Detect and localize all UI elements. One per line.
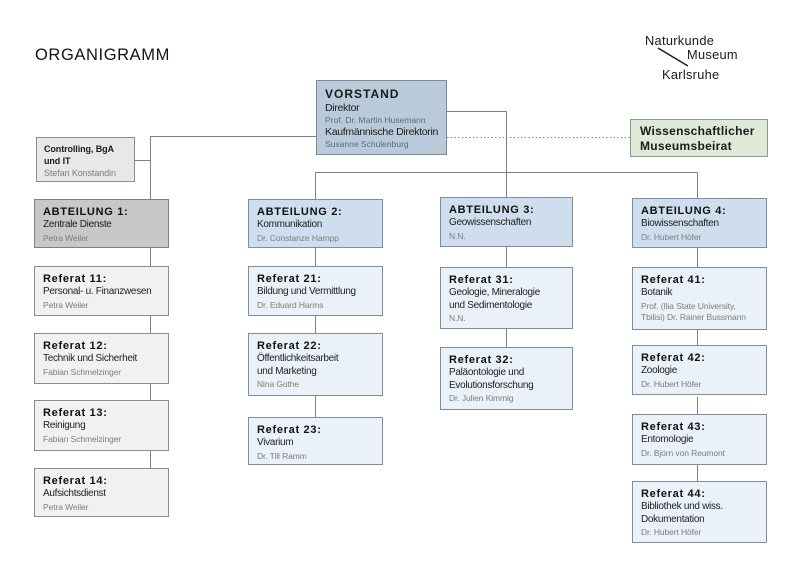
- referat-31: Referat 31: Geologie, Mineralogie und Se…: [440, 267, 573, 329]
- dept-subtitle: Kommunikation: [257, 219, 323, 230]
- referat-title: Referat 22:: [257, 340, 322, 352]
- dept-abteilung-3: ABTEILUNG 3: Geowissenschaften N.N.: [440, 197, 573, 247]
- referat-title: Referat 42:: [641, 352, 706, 364]
- referat-42: Referat 42: Zoologie Dr. Hubert Höfer: [632, 345, 767, 395]
- referat-person: Nina Gothe: [257, 379, 299, 389]
- referat-person: Dr. Julien Kimmig: [449, 393, 514, 403]
- referat-12: Referat 12: Technik und Sicherheit Fabia…: [34, 333, 169, 384]
- referat-person: Fabian Schmelzinger: [43, 366, 121, 377]
- referat-subtitle: Zoologie: [641, 365, 677, 376]
- referat-11: Referat 11: Personal- u. Finanzwesen Pet…: [34, 266, 169, 316]
- referat-person: Dr. Hubert Höfer: [641, 378, 702, 389]
- dept-person: Dr. Constanze Hampp: [257, 232, 339, 243]
- vorstand-box: VORSTAND Direktor Prof. Dr. Martin Husem…: [316, 80, 447, 155]
- beirat-label-line2: Museumsbeirat: [640, 139, 732, 153]
- referat-person: Petra Weiler: [43, 299, 89, 310]
- controlling-title: Controlling, BgA und IT: [44, 144, 114, 166]
- vorstand-person-direktor: Prof. Dr. Martin Husemann: [325, 115, 426, 125]
- referat-subtitle: Bibliothek und wiss. Dokumentation: [641, 501, 723, 525]
- referat-32: Referat 32: Paläontologie und Evolutions…: [440, 347, 573, 410]
- referat-person: Fabian Schmelzinger: [43, 433, 121, 444]
- museum-logo: Naturkunde Museum Karlsruhe: [645, 33, 738, 82]
- dept-person: Dr. Hubert Höfer: [641, 231, 702, 242]
- beirat-box: Wissenschaftlicher Museumsbeirat: [630, 119, 768, 157]
- referat-21: Referat 21: Bildung und Vermittlung Dr. …: [248, 266, 383, 316]
- logo-line-museum: Museum: [687, 47, 738, 62]
- referat-person: N.N.: [449, 313, 466, 323]
- referat-subtitle: Entomologie: [641, 434, 694, 445]
- referat-title: Referat 13:: [43, 407, 108, 419]
- controlling-box: Controlling, BgA und IT Stefan Konstandi…: [36, 137, 135, 182]
- referat-person: Dr. Hubert Höfer: [641, 527, 702, 537]
- referat-14: Referat 14: Aufsichtsdienst Petra Weiler: [34, 468, 169, 517]
- referat-title: Referat 43:: [641, 421, 706, 433]
- referat-subtitle: Reinigung: [43, 420, 86, 431]
- referat-43: Referat 43: Entomologie Dr. Björn von Re…: [632, 414, 767, 465]
- dept-title: ABTEILUNG 1:: [43, 206, 129, 218]
- referat-22: Referat 22: Öffentlichkeitsarbeit und Ma…: [248, 333, 383, 396]
- referat-person: Dr. Eduard Harms: [257, 299, 324, 310]
- logo-line-karlsruhe: Karlsruhe: [662, 67, 719, 82]
- controlling-person: Stefan Konstandin: [44, 168, 116, 178]
- dept-subtitle: Geowissenschaften: [449, 217, 532, 228]
- referat-title: Referat 32:: [449, 354, 514, 366]
- vorstand-role-direktor: Direktor: [325, 102, 360, 114]
- vorstand-title: VORSTAND: [325, 87, 400, 101]
- referat-title: Referat 23:: [257, 424, 322, 436]
- referat-subtitle: Geologie, Mineralogie und Sedimentologie: [449, 287, 540, 311]
- referat-subtitle: Aufsichtsdienst: [43, 488, 106, 499]
- logo-diagonal-stroke: [657, 47, 689, 67]
- referat-person: Dr. Björn von Reumont: [641, 447, 725, 458]
- logo-line-naturkunde: Naturkunde: [645, 33, 714, 48]
- vorstand-person-kaufm-direktorin: Susanne Schulenburg: [325, 138, 409, 149]
- referat-title: Referat 41:: [641, 274, 706, 286]
- referat-title: Referat 12:: [43, 340, 108, 352]
- referat-subtitle: Vivarium: [257, 437, 294, 448]
- referat-person: Prof. (Ilia State University, Tbilisi) D…: [641, 300, 746, 322]
- dept-title: ABTEILUNG 2:: [257, 206, 343, 218]
- referat-23: Referat 23: Vivarium Dr. Till Ramm: [248, 417, 383, 465]
- referat-44: Referat 44: Bibliothek und wiss. Dokumen…: [632, 481, 767, 543]
- referat-13: Referat 13: Reinigung Fabian Schmelzinge…: [34, 400, 169, 451]
- referat-title: Referat 14:: [43, 475, 108, 487]
- referat-subtitle: Personal- u. Finanzwesen: [43, 286, 152, 297]
- dept-person: N.N.: [449, 230, 466, 241]
- referat-person: Dr. Till Ramm: [257, 450, 307, 461]
- beirat-label-line1: Wissenschaftlicher: [640, 124, 755, 138]
- referat-title: Referat 44:: [641, 488, 706, 500]
- referat-subtitle: Bildung und Vermittlung: [257, 286, 356, 297]
- dept-abteilung-4: ABTEILUNG 4: Biowissenschaften Dr. Huber…: [632, 198, 767, 248]
- referat-subtitle: Paläontologie und Evolutionsforschung: [449, 367, 534, 391]
- referat-person: Petra Weiler: [43, 501, 89, 512]
- dept-subtitle: Zentrale Dienste: [43, 219, 112, 230]
- dept-abteilung-2: ABTEILUNG 2: Kommunikation Dr. Constanze…: [248, 199, 383, 248]
- referat-title: Referat 11:: [43, 273, 107, 285]
- page-title: ORGANIGRAMM: [35, 46, 170, 64]
- vorstand-role-kaufm-direktorin: Kaufmännische Direktorin: [325, 125, 439, 138]
- dept-title: ABTEILUNG 4:: [641, 205, 727, 217]
- referat-title: Referat 31:: [449, 274, 514, 286]
- dept-title: ABTEILUNG 3:: [449, 204, 535, 216]
- dept-abteilung-1: ABTEILUNG 1: Zentrale Dienste Petra Weil…: [34, 199, 169, 248]
- referat-41: Referat 41: Botanik Prof. (Ilia State Un…: [632, 267, 767, 330]
- dept-person: Petra Weiler: [43, 232, 89, 243]
- referat-title: Referat 21:: [257, 273, 322, 285]
- referat-subtitle: Botanik: [641, 287, 673, 298]
- referat-subtitle: Öffentlichkeitsarbeit und Marketing: [257, 353, 339, 377]
- dept-subtitle: Biowissenschaften: [641, 218, 719, 229]
- referat-subtitle: Technik und Sicherheit: [43, 353, 138, 364]
